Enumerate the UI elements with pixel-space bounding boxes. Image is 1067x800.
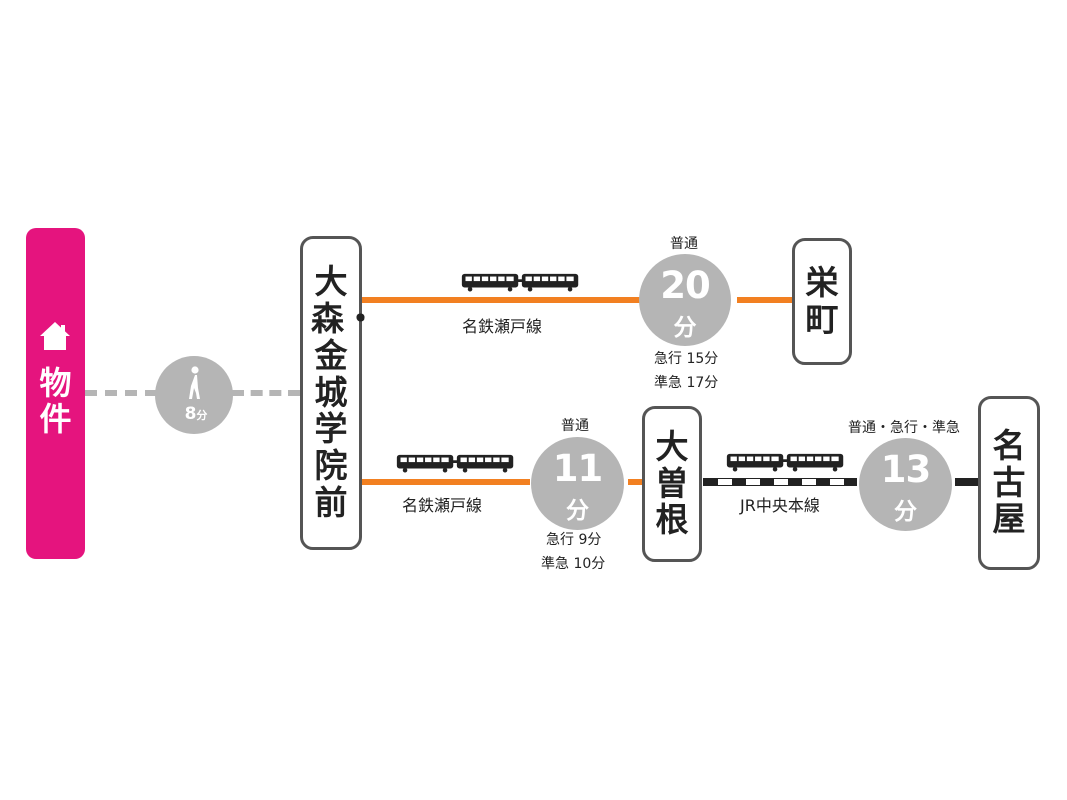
station-sakaemachi-label: 栄町 (805, 262, 839, 339)
station-omori-kinjogakuinmae[interactable]: 大森・金城学院前 (300, 236, 377, 550)
lower-unit: 分 (566, 498, 589, 524)
train-icon (461, 273, 579, 292)
walking-person-icon (189, 366, 200, 399)
station-sakaemachi[interactable]: 栄町 (792, 238, 852, 365)
lower-line-name: 名鉄瀬戸線 (402, 496, 483, 515)
jr-unit: 分 (894, 499, 917, 525)
lower-meitetsu-line-end (628, 479, 642, 485)
train-icon (726, 453, 844, 472)
upper-minutes: 20 (660, 264, 711, 307)
jr-chuo-line-end (955, 478, 979, 486)
upper-time-circle: 20 分 (639, 254, 731, 346)
jr-minutes: 13 (880, 448, 932, 491)
train-icon (396, 454, 514, 473)
upper-meitetsu-line-end (737, 297, 792, 303)
upper-service-type: 普通 (670, 236, 698, 252)
upper-unit: 分 (673, 315, 697, 341)
station-nagoya-label: 名古屋 (992, 425, 1026, 539)
lower-meitetsu-line (362, 479, 530, 485)
lower-time-circle: 11 分 (531, 437, 624, 530)
lower-semi-express-time: 準急 10分 (541, 556, 606, 572)
station-omori-label: 大森・金城学院前 (311, 261, 377, 523)
station-nagoya[interactable]: 名古屋 (978, 396, 1040, 570)
jr-line-name: JR中央本線 (740, 496, 820, 515)
walk-minutes: 8 (184, 404, 197, 424)
station-ozone[interactable]: 大曽根 (642, 406, 702, 562)
jr-time-circle: 13 分 (859, 438, 952, 531)
property-label: 物件 (39, 364, 72, 438)
upper-line-name: 名鉄瀬戸線 (462, 317, 543, 336)
walk-time-circle: 8分 (155, 356, 233, 434)
walk-line-right (232, 390, 300, 396)
station-ozone-label: 大曽根 (655, 426, 689, 540)
house-icon (40, 322, 70, 350)
lower-service-type: 普通 (561, 418, 589, 434)
jr-chuo-line (703, 478, 857, 486)
upper-meitetsu-line (362, 297, 640, 303)
property-box: 物件 (26, 228, 85, 559)
upper-express-time: 急行 15分 (654, 351, 719, 367)
walk-line-left (85, 390, 157, 396)
walk-unit: 分 (196, 409, 208, 422)
lower-minutes: 11 (552, 447, 604, 490)
jr-service-type: 普通・急行・準急 (848, 420, 960, 436)
upper-semi-express-time: 準急 17分 (654, 375, 719, 391)
lower-express-time: 急行 9分 (546, 532, 602, 548)
